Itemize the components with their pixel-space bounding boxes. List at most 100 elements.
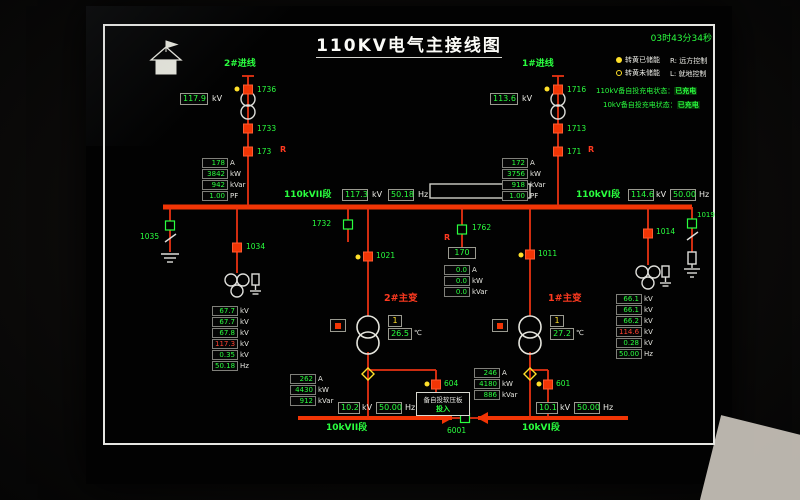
meter-value: 3842 — [202, 169, 228, 179]
breaker-1019[interactable] — [686, 218, 698, 229]
closed-breakers — [232, 84, 653, 390]
label-1011: 1011 — [538, 249, 558, 258]
meter-unit: kVar — [472, 288, 488, 296]
transformer-1-symbol[interactable] — [518, 315, 542, 355]
meter-value: 4430 — [290, 385, 316, 395]
meter-value: 117.3 — [212, 339, 239, 349]
meter-unit: A — [472, 266, 477, 274]
breaker-1021[interactable] — [363, 251, 373, 262]
breaker-1035[interactable] — [164, 220, 176, 231]
breaker-1713[interactable] — [553, 123, 563, 134]
bus110-ii-hz-unit: Hz — [418, 190, 429, 199]
breaker-1014[interactable] — [643, 228, 653, 239]
legend-remote-label: R: 远方控制 — [670, 57, 708, 65]
label-173: 173 — [257, 147, 272, 156]
remote-flag-incoming2: R — [280, 145, 287, 154]
transformer2-tap-display: 1 — [388, 315, 402, 327]
meter-value: 918 — [502, 180, 528, 190]
breaker-171[interactable] — [553, 146, 563, 157]
meter-value: 0.28 — [616, 338, 642, 348]
breaker-1732[interactable] — [342, 219, 354, 230]
meter-value: 4180 — [474, 379, 500, 389]
plant-icon — [149, 40, 183, 75]
meter-value: 66.1 — [616, 305, 642, 315]
label-604: 604 — [444, 379, 459, 388]
diagram-frame — [103, 24, 715, 445]
bus10-ii-name: 10kVII段 — [326, 423, 368, 433]
breaker-1034[interactable] — [232, 242, 242, 253]
incoming1-name: 1#进线 — [522, 59, 554, 69]
meter-unit: kW — [502, 380, 513, 388]
meter-value: 0.0 — [444, 265, 470, 275]
bus10-ii-kv: 10.2 — [338, 402, 360, 414]
meter-unit: kV — [240, 329, 249, 337]
ats10-value: 已充电 — [676, 101, 700, 109]
breaker-604[interactable] — [431, 379, 441, 390]
breaker-1736[interactable] — [243, 84, 253, 95]
meter-unit: kVar — [230, 181, 246, 189]
ats10-label: 10kV备自投充电状态： — [603, 101, 677, 109]
legend-stored-label: 转黄已储能 — [625, 56, 660, 64]
meter-unit: kV — [644, 317, 653, 325]
label-1034: 1034 — [246, 242, 266, 251]
incoming1-kv-unit: kV — [522, 94, 533, 103]
label-1736: 1736 — [257, 85, 277, 94]
breaker-173[interactable] — [243, 146, 253, 157]
clock: 03时43分34秒 — [650, 34, 712, 44]
remote-flag-incoming1: R — [588, 145, 595, 154]
meter-value: 246 — [474, 368, 500, 378]
meter-value: 0.0 — [444, 276, 470, 286]
label-1021: 1021 — [376, 251, 396, 260]
meter-unit: A — [230, 159, 235, 167]
legend-unstored-row: 转黄未储能 — [616, 70, 660, 77]
meter-value: 178 — [202, 158, 228, 168]
meter-unit: kV — [240, 307, 249, 315]
transformer1-name: 1#主变 — [548, 293, 582, 304]
legend-local-label: L: 就地控制 — [670, 70, 707, 78]
meter-unit: Hz — [240, 362, 249, 370]
meter-value: 886 — [474, 390, 500, 400]
transformer2-temp-display: 26.5 — [388, 328, 412, 340]
label-6001: 6001 — [447, 426, 467, 435]
meter-value: 912 — [290, 396, 316, 406]
bus10-i-hz-unit: Hz — [603, 403, 614, 412]
bus10-ii-hz: 50.00 — [376, 402, 402, 414]
ats-state: 投入 — [436, 405, 450, 413]
breaker-1762[interactable] — [456, 224, 468, 235]
label-1019: 1019 — [697, 211, 715, 219]
bus110-i-hz-unit: Hz — [699, 190, 710, 199]
bus10-ii-kv-unit: kV — [362, 403, 373, 412]
alarm-dot — [335, 322, 341, 329]
meter-unit: kW — [318, 386, 329, 394]
meter-unit: PF — [530, 192, 539, 200]
breaker-1011[interactable] — [525, 249, 535, 260]
remote-flag-tie: R — [444, 233, 451, 242]
meter-value: 262 — [290, 374, 316, 384]
label-1014: 1014 — [656, 227, 676, 236]
meter-value: 67.7 — [212, 317, 238, 327]
meter-unit: kV — [644, 339, 653, 347]
meter-unit: kVar — [530, 181, 546, 189]
breaker-601[interactable] — [543, 379, 553, 390]
transformer-2-symbol[interactable] — [356, 315, 380, 355]
meter-value: 0.35 — [212, 350, 238, 360]
meter-value: 942 — [202, 180, 228, 190]
meter-unit: A — [530, 159, 535, 167]
bus110-ii-hz: 50.18 — [388, 189, 414, 201]
label-1733: 1733 — [257, 124, 277, 133]
bus10-i-hz: 50.00 — [574, 402, 600, 414]
bus110-i-name: 110kVI段 — [576, 190, 621, 200]
breaker-1716[interactable] — [553, 84, 563, 95]
ats10-status: 10kV备自投充电状态：已充电 — [603, 101, 700, 109]
ats-softstrap-box[interactable]: 备自投软压板 投入 — [416, 392, 470, 416]
meter-unit: PF — [230, 192, 239, 200]
ats110-status: 110kV备自投充电状态：已充电 — [596, 87, 698, 95]
meter-unit: kV — [240, 351, 249, 359]
meter-value: 172 — [502, 158, 528, 168]
breaker-1733[interactable] — [243, 123, 253, 134]
